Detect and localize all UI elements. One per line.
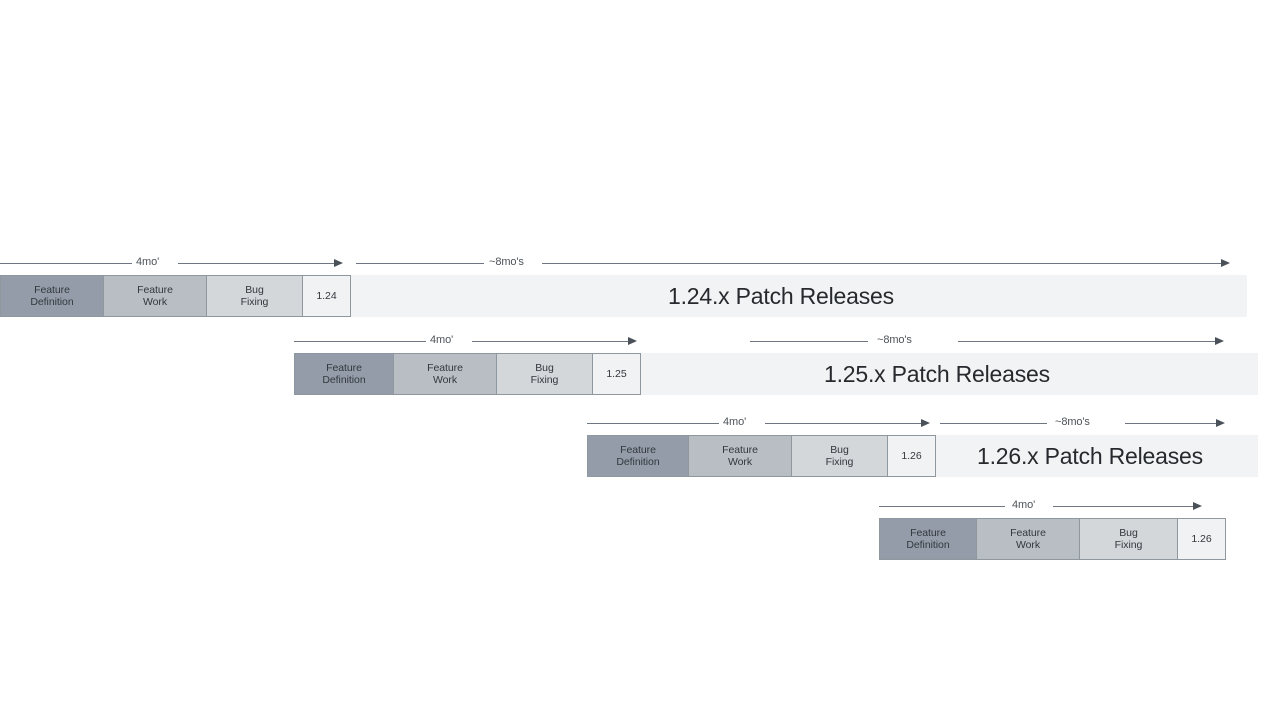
patch-release-label: 1.26.x Patch Releases (977, 442, 1203, 469)
patch-release-label: 1.24.x Patch Releases (668, 282, 894, 309)
release-row-1-25: 4mo' ~8mo's 1.25.x Patch Releases Featur… (0, 331, 1280, 397)
phase-version-1-26[interactable]: 1.26 (887, 435, 936, 477)
arrow-line-right (765, 423, 928, 424)
patch-timeline-arrow-1-24: ~8mo's (356, 253, 1240, 275)
phase-feature-definition[interactable]: Feature Definition (587, 435, 689, 477)
phase-boxes-1-24: Feature Definition Feature Work Bug Fixi… (0, 275, 351, 317)
dev-duration-label: 4mo' (723, 416, 747, 428)
dev-duration-label: 4mo' (136, 256, 160, 268)
arrow-head-icon (1216, 419, 1225, 427)
dev-duration-label: 4mo' (430, 334, 454, 346)
phase-feature-work[interactable]: Feature Work (103, 275, 207, 317)
phase-version-1-26-next[interactable]: 1.26 (1177, 518, 1226, 560)
phase-boxes-1-25: Feature Definition Feature Work Bug Fixi… (294, 353, 641, 395)
patch-timeline-arrow-1-26: ~8mo's (940, 413, 1240, 435)
arrow-line-left (750, 341, 868, 342)
patch-duration-label: ~8mo's (877, 334, 912, 346)
release-row-1-24: 4mo' ~8mo's 1.24.x Patch Releases Featur… (0, 253, 1280, 319)
phase-bug-fixing[interactable]: Bug Fixing (1079, 518, 1178, 560)
arrow-line-left (879, 506, 1005, 507)
arrow-head-icon (628, 337, 637, 345)
phase-version-1-25[interactable]: 1.25 (592, 353, 641, 395)
phase-bug-fixing[interactable]: Bug Fixing (791, 435, 888, 477)
arrow-line-right (472, 341, 635, 342)
phase-boxes-1-26-next: Feature Definition Feature Work Bug Fixi… (879, 518, 1226, 560)
release-row-1-26: 4mo' ~8mo's 1.26.x Patch Releases Featur… (0, 413, 1280, 479)
arrow-line-right (1053, 506, 1200, 507)
dev-timeline-arrow-1-25: 4mo' (294, 331, 646, 353)
arrow-line-left (294, 341, 426, 342)
patch-timeline-arrow-1-25: ~8mo's (750, 331, 1240, 353)
arrow-line-right (958, 341, 1222, 342)
arrow-head-icon (1221, 259, 1230, 267)
phase-feature-work[interactable]: Feature Work (976, 518, 1080, 560)
arrow-head-icon (334, 259, 343, 267)
patch-duration-label: ~8mo's (489, 256, 524, 268)
dev-timeline-arrow-1-24: 4mo' (0, 253, 352, 275)
phase-boxes-1-26: Feature Definition Feature Work Bug Fixi… (587, 435, 936, 477)
arrow-line-left (587, 423, 719, 424)
phase-feature-definition[interactable]: Feature Definition (879, 518, 977, 560)
arrow-line-left (0, 263, 132, 264)
arrow-line-left (940, 423, 1047, 424)
dev-timeline-arrow-1-26-next: 4mo' (879, 496, 1209, 518)
dev-timeline-arrow-1-26: 4mo' (587, 413, 939, 435)
arrow-line-right (1125, 423, 1223, 424)
arrow-head-icon (1193, 502, 1202, 510)
phase-feature-definition[interactable]: Feature Definition (294, 353, 394, 395)
release-row-1-26-next: 4mo' Feature Definition Feature Work Bug… (0, 496, 1280, 562)
phase-feature-definition[interactable]: Feature Definition (0, 275, 104, 317)
arrow-head-icon (1215, 337, 1224, 345)
phase-version-1-24[interactable]: 1.24 (302, 275, 351, 317)
dev-duration-label: 4mo' (1012, 499, 1036, 511)
phase-feature-work[interactable]: Feature Work (393, 353, 497, 395)
patch-duration-label: ~8mo's (1055, 416, 1090, 428)
arrow-head-icon (921, 419, 930, 427)
arrow-line-right (542, 263, 1228, 264)
patch-release-label: 1.25.x Patch Releases (824, 360, 1050, 387)
arrow-line-right (178, 263, 341, 264)
arrow-line-left (356, 263, 484, 264)
phase-feature-work[interactable]: Feature Work (688, 435, 792, 477)
phase-bug-fixing[interactable]: Bug Fixing (206, 275, 303, 317)
phase-bug-fixing[interactable]: Bug Fixing (496, 353, 593, 395)
